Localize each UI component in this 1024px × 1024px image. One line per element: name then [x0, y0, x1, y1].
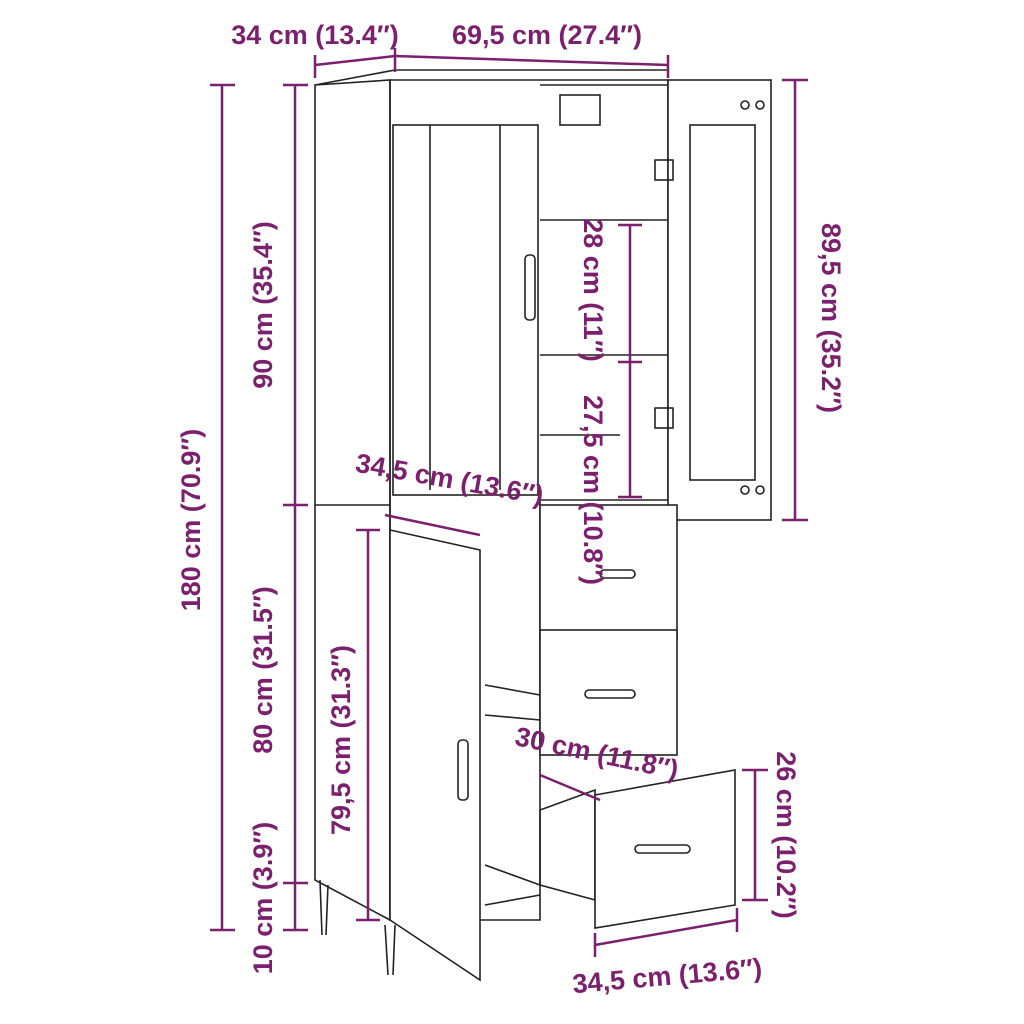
lower-door-height-label: 79,5 cm (31.3″)	[326, 645, 356, 835]
upper-door-height-label: 89,5 cm (35.2″)	[816, 223, 846, 413]
total-height-label: 180 cm (70.9″)	[176, 429, 206, 612]
cabinet-outline	[314, 69, 772, 982]
upper-height-label: 90 cm (35.4″)	[248, 221, 278, 389]
upper-shelf-gap-label: 28 cm (11″)	[578, 218, 608, 362]
width-top-label: 69,5 cm (27.4″)	[452, 20, 642, 50]
lower-shelf-gap-label: 27,5 cm (10.8″)	[578, 395, 608, 585]
lower-height-label: 80 cm (31.5″)	[248, 586, 278, 754]
shelf-depth-label: 34,5 cm (13.6″)	[353, 448, 545, 511]
dimension-lines	[210, 48, 808, 957]
leg-height-label: 10 cm (3.9″)	[248, 822, 278, 975]
depth-top-label: 34 cm (13.4″)	[231, 20, 399, 50]
drawer-width-label: 34,5 cm (13.6″)	[571, 953, 763, 999]
drawer-height-label: 26 cm (10.2″)	[771, 751, 801, 919]
